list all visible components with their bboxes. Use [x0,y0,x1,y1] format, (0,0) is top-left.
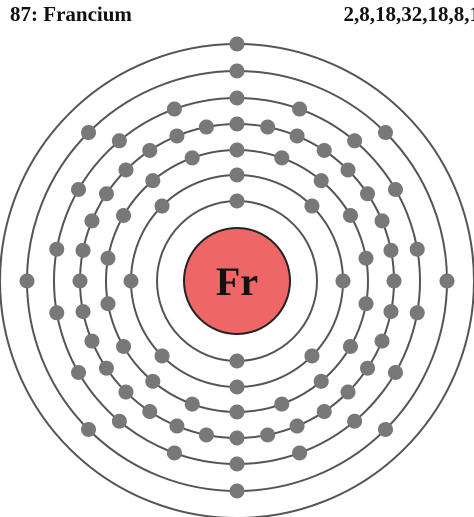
electron [229,353,245,369]
electron [360,186,376,202]
electron [184,150,200,166]
electrons [19,36,455,499]
electron [166,445,182,461]
electron [81,421,97,437]
electron [229,167,245,183]
electron [313,173,329,189]
electron [49,241,65,257]
electron [409,241,425,257]
electron [229,142,245,158]
electron [377,125,393,141]
electron [360,360,376,376]
electron [145,373,161,389]
electron [116,339,132,354]
electron [116,208,132,223]
electron [304,198,320,214]
electron [358,250,374,266]
electron [340,384,356,400]
electron [229,379,245,395]
electron [383,304,399,320]
electron [184,396,200,412]
electron [289,418,305,434]
electron [98,186,114,202]
electron [304,348,320,364]
electron [342,339,358,354]
electron [84,213,100,229]
electron [169,418,185,434]
electron [229,404,245,420]
electron [387,365,403,380]
electron [71,365,87,380]
electron [316,404,332,420]
electron [358,296,374,312]
electron [75,242,91,258]
electron [335,273,351,289]
electron [313,373,329,389]
electron [229,456,245,472]
element-title: 87: Francium [10,2,132,26]
electron [260,119,276,135]
element-symbol: Fr [216,259,258,304]
electron [439,273,455,289]
electron [154,348,170,364]
electron [386,273,402,289]
electron [316,142,332,158]
electron [123,273,139,289]
electron [274,150,290,166]
electron [72,273,88,289]
electron [229,90,245,106]
electron [100,296,116,312]
electron [229,116,245,132]
electron [100,250,116,266]
electron [374,333,390,349]
electron [142,404,158,420]
electron [118,162,134,178]
electron [98,360,114,376]
electron [342,208,358,223]
electron [229,483,245,499]
electron [387,182,403,197]
electron [229,193,245,209]
electron [374,213,390,229]
electron [118,384,134,400]
electron [75,304,91,320]
electron [377,421,393,437]
electron [198,427,214,443]
electron [347,413,363,429]
electron [229,430,245,446]
electron [81,125,97,141]
electron [169,128,185,144]
electron [84,333,100,349]
electron [409,305,425,321]
electron [292,445,308,461]
electron [229,36,245,52]
electron [111,133,127,149]
electron [145,173,161,189]
electron [49,305,65,321]
electron [274,396,290,412]
electron [142,142,158,158]
electron [383,242,399,258]
electron [166,101,182,117]
electron [111,413,127,429]
electron [229,63,245,79]
electron [71,182,87,197]
electron [340,162,356,178]
electron [154,198,170,214]
nucleus [183,227,291,335]
electron [292,101,308,117]
shell-configuration: 2,8,18,32,18,8,1 [343,2,474,26]
electron [289,128,305,144]
electron [198,119,214,135]
electron [347,133,363,149]
electron [260,427,276,443]
electron [19,273,35,289]
